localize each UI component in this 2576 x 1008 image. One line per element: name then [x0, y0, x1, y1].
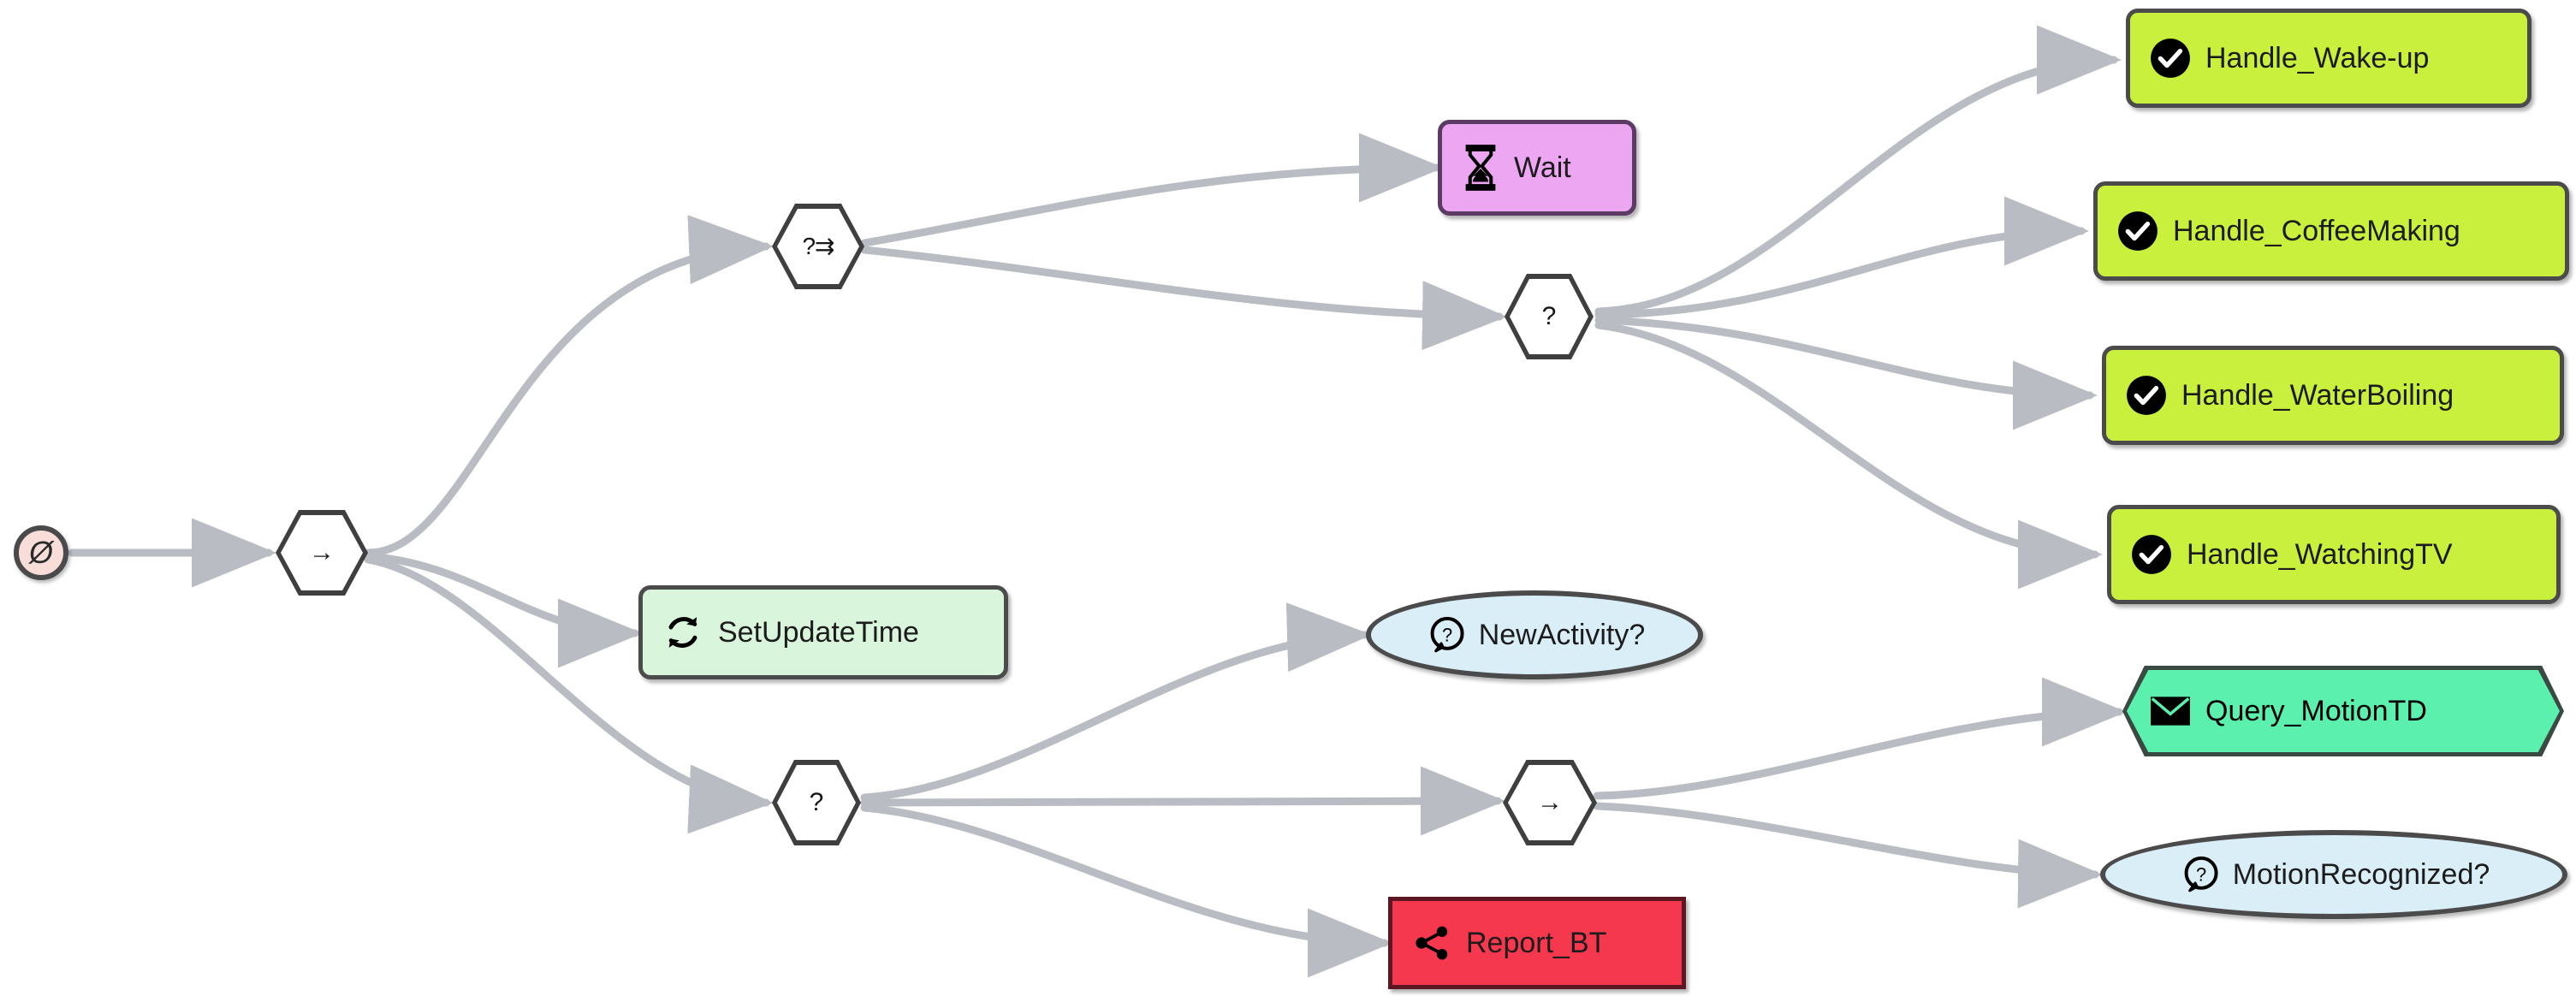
- check-circle-icon: [2125, 374, 2168, 417]
- edge-sequence-bottom-to-motionrecognized: [1593, 802, 2103, 909]
- edge-sequence-to-setupdatetime: [364, 552, 643, 668]
- fallback-icon: ?: [809, 788, 824, 816]
- action-node-handle-coffeemaking[interactable]: Handle_CoffeeMaking: [2093, 181, 2569, 281]
- action-node-handle-wakeup[interactable]: Handle_Wake-up: [2126, 9, 2531, 108]
- edge-sequence-to-reactive-fallback: [364, 215, 774, 557]
- hex-fill: →: [1508, 765, 1592, 840]
- svg-text:?: ?: [2196, 864, 2206, 886]
- fallback-icon: ?: [1541, 302, 1557, 330]
- sequence-node-bottom[interactable]: →: [1503, 760, 1597, 845]
- action-node-setupdatetime[interactable]: SetUpdateTime: [638, 585, 1008, 679]
- root-node[interactable]: Ø: [14, 525, 68, 580]
- envelope-icon: [2149, 694, 2192, 728]
- hourglass-icon: [1461, 145, 1500, 191]
- hex-fill: →: [281, 515, 363, 590]
- edge-fallback-to-handle-water: [1594, 316, 2098, 430]
- check-circle-icon: [2130, 533, 2173, 576]
- reactive-fallback-node[interactable]: ?⇉: [772, 204, 864, 289]
- edge-sequence-bottom-to-query-motion: [1593, 677, 2127, 800]
- action-label: Handle_Wake-up: [2205, 41, 2430, 74]
- sequence-arrow-icon: →: [309, 538, 335, 566]
- flathex-fill: Query_MotionTD: [2127, 670, 2560, 752]
- fallback-node-top[interactable]: ?: [1505, 274, 1594, 359]
- hex-fill: ?: [1510, 279, 1588, 354]
- action-node-wait[interactable]: Wait: [1438, 120, 1636, 216]
- action-label: Report_BT: [1466, 926, 1607, 959]
- speech-question-icon: ?: [2178, 853, 2221, 896]
- condition-node-newactivity[interactable]: ? NewActivity?: [1366, 590, 1703, 679]
- edge-reactive-fallback-to-fallback-top: [860, 246, 1507, 351]
- share-icon: [1411, 922, 1452, 964]
- action-label: Wait: [1514, 151, 1571, 184]
- sequence-node-main[interactable]: →: [276, 510, 368, 596]
- action-node-report-bt[interactable]: Report_BT: [1388, 897, 1686, 989]
- svg-text:?: ?: [1442, 625, 1452, 646]
- edge-fallback-bottom-to-report: [860, 803, 1392, 978]
- condition-label: NewActivity?: [1478, 618, 1646, 651]
- fallback-node-bottom[interactable]: ?: [772, 760, 861, 845]
- check-circle-icon: [2116, 210, 2159, 252]
- speech-question-icon: ?: [1424, 614, 1467, 656]
- edge-fallback-bottom-to-sequence-bottom: [860, 766, 1505, 836]
- edge-fallback-to-handle-wakeup: [1594, 25, 2122, 316]
- sequence-arrow-icon: →: [1537, 788, 1563, 816]
- reactive-fallback-icon: ?⇉: [802, 233, 834, 259]
- action-node-handle-watchingtv[interactable]: Handle_WatchingTV: [2107, 505, 2561, 604]
- condition-node-motionrecognized[interactable]: ? MotionRecognized?: [2100, 830, 2567, 919]
- edge-fallback-to-handle-coffee: [1594, 196, 2089, 319]
- edge-reactive-fallback-to-wait: [860, 133, 1444, 247]
- action-label: Handle_CoffeeMaking: [2173, 214, 2460, 247]
- subtree-label: Query_MotionTD: [2205, 694, 2427, 727]
- subtree-node-query-motiontd[interactable]: Query_MotionTD: [2122, 666, 2564, 756]
- root-label: Ø: [28, 535, 53, 570]
- action-node-handle-waterboiling[interactable]: Handle_WaterBoiling: [2102, 346, 2564, 445]
- action-label: Handle_WatchingTV: [2187, 537, 2453, 571]
- condition-label: MotionRecognized?: [2232, 857, 2490, 891]
- check-circle-icon: [2149, 37, 2192, 80]
- action-label: SetUpdateTime: [718, 615, 919, 649]
- edge-fallback-to-handle-tv: [1594, 321, 2103, 590]
- action-label: Handle_WaterBoiling: [2181, 378, 2454, 412]
- refresh-icon: [662, 611, 704, 654]
